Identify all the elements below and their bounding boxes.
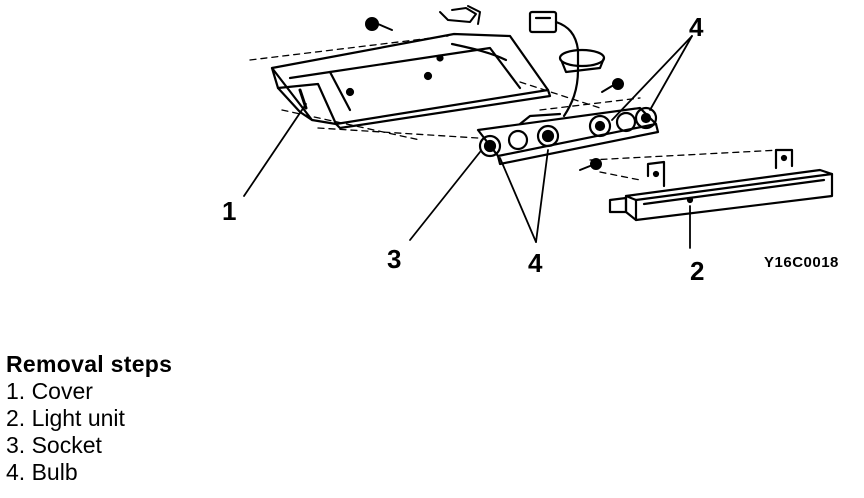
removal-steps: Removal steps 1. Cover 2. Light unit 3. …	[6, 350, 172, 486]
step-item: 2. Light unit	[6, 405, 125, 431]
callout-cover: 1	[222, 196, 237, 226]
callout-bulb-lower: 4	[528, 248, 543, 278]
callout-bulb-upper: 4	[689, 12, 704, 42]
socket-bracket	[476, 106, 660, 166]
figure-id: Y16C0018	[764, 254, 839, 271]
removal-steps-heading: Removal steps	[6, 351, 173, 377]
screw-right-upper	[601, 78, 624, 93]
step-item: 3. Socket	[6, 432, 102, 458]
step-item: 1. Cover	[6, 378, 93, 404]
step-item: 4. Bulb	[6, 459, 78, 485]
leader-lines	[243, 35, 693, 249]
exploded-view-diagram: 1 2 3 4 4 Y16C0018	[222, 5, 839, 286]
callout-light-unit: 2	[690, 256, 705, 286]
screw-lower	[579, 158, 602, 171]
light-unit-part	[608, 148, 834, 222]
harness	[450, 10, 606, 118]
cover-part	[270, 32, 552, 130]
screw-top	[365, 17, 393, 31]
diagram-drawing	[243, 5, 834, 249]
callout-socket: 3	[387, 244, 402, 274]
wire-clip	[439, 5, 481, 25]
